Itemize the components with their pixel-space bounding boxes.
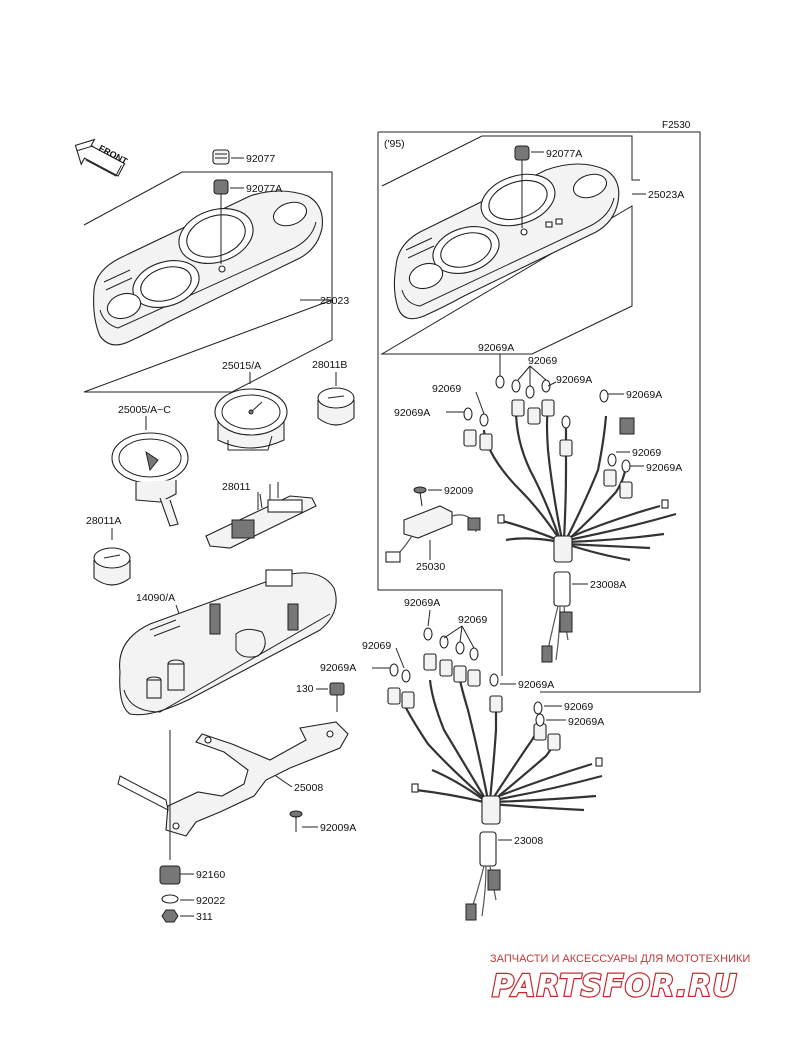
upper-bulb-sockets bbox=[463, 375, 635, 499]
label-92069A-6: 92069A bbox=[404, 597, 440, 609]
label-311: 311 bbox=[196, 911, 213, 923]
watermark-tagline: ЗАПЧАСТИ И АКСЕССУАРЫ ДЛЯ МОТОТЕХНИКИ bbox=[490, 953, 750, 965]
lower-bulb-sockets bbox=[387, 627, 561, 751]
label-92069A-5: 92069A bbox=[646, 462, 682, 474]
cap-92077 bbox=[212, 149, 230, 165]
harness-23008A bbox=[482, 409, 677, 663]
label-92160: 92160 bbox=[196, 869, 225, 881]
cap-92077A-left bbox=[213, 179, 229, 264]
label-92069-1: 92069 bbox=[528, 355, 557, 367]
label-92069-2: 92069 bbox=[432, 383, 461, 395]
label-92069A-1: 92069A bbox=[478, 342, 514, 354]
bulb-holder-28011 bbox=[205, 482, 317, 549]
label-28011B: 28011B bbox=[312, 359, 347, 371]
socket-28011B bbox=[317, 387, 355, 426]
right-variant-frame bbox=[377, 131, 701, 693]
label-25005: 25005/A~C bbox=[118, 404, 171, 416]
screw-92009 bbox=[413, 486, 427, 507]
label-92069-4: 92069 bbox=[458, 614, 487, 626]
label-92069A-7: 92069A bbox=[320, 662, 356, 674]
diagram-code: F2530 bbox=[662, 120, 691, 131]
gauge-25015 bbox=[214, 388, 288, 451]
label-92069A-4: 92069A bbox=[626, 389, 662, 401]
label-23008: 23008 bbox=[514, 835, 543, 847]
nut-311 bbox=[161, 909, 179, 923]
label-92069-5: 92069 bbox=[362, 640, 391, 652]
label-25023: 25023 bbox=[320, 295, 349, 307]
label-92069A-2: 92069A bbox=[556, 374, 592, 386]
label-92069-3: 92069 bbox=[632, 447, 661, 459]
label-92009A: 92009A bbox=[320, 822, 356, 834]
meter-case-14090 bbox=[119, 569, 337, 716]
label-23008A: 23008A bbox=[590, 579, 626, 591]
label-92022: 92022 bbox=[196, 895, 225, 907]
label-92069A-8: 92069A bbox=[518, 679, 554, 691]
label-92069-6: 92069 bbox=[564, 701, 593, 713]
label-92069A-3: 92069A bbox=[394, 407, 430, 419]
bracket-25008 bbox=[117, 721, 349, 837]
label-25015: 25015/A bbox=[222, 360, 261, 372]
variant-note: ('95) bbox=[384, 138, 405, 150]
label-92069A-9: 92069A bbox=[568, 716, 604, 728]
label-92077A-right: 92077A bbox=[546, 148, 582, 160]
label-92077A-left: 92077A bbox=[246, 183, 282, 195]
cap-92077A-right bbox=[514, 145, 530, 228]
socket-28011A bbox=[93, 547, 131, 586]
label-28011A: 28011A bbox=[86, 515, 121, 527]
label-25008: 25008 bbox=[294, 782, 323, 794]
label-25030: 25030 bbox=[416, 561, 445, 573]
right-meter-box bbox=[380, 135, 640, 355]
grommet-92160 bbox=[159, 865, 181, 885]
label-92009: 92009 bbox=[444, 485, 473, 497]
gauge-25005 bbox=[111, 432, 189, 527]
front-arrow-icon bbox=[74, 138, 126, 177]
label-14090: 14090/A bbox=[136, 592, 175, 604]
watermark-logo: PARTSFOR.RU bbox=[492, 969, 738, 1004]
washer-92022 bbox=[161, 894, 179, 904]
label-25023A: 25023A bbox=[648, 189, 684, 201]
label-92077: 92077 bbox=[246, 153, 275, 165]
screw-92009A bbox=[289, 810, 303, 832]
meter-cover-left bbox=[93, 190, 323, 346]
sub-harness-25030 bbox=[385, 505, 481, 563]
meter-cover-right bbox=[393, 163, 620, 320]
label-130: 130 bbox=[296, 683, 314, 695]
screw-130 bbox=[329, 682, 345, 712]
label-28011: 28011 bbox=[222, 481, 251, 493]
